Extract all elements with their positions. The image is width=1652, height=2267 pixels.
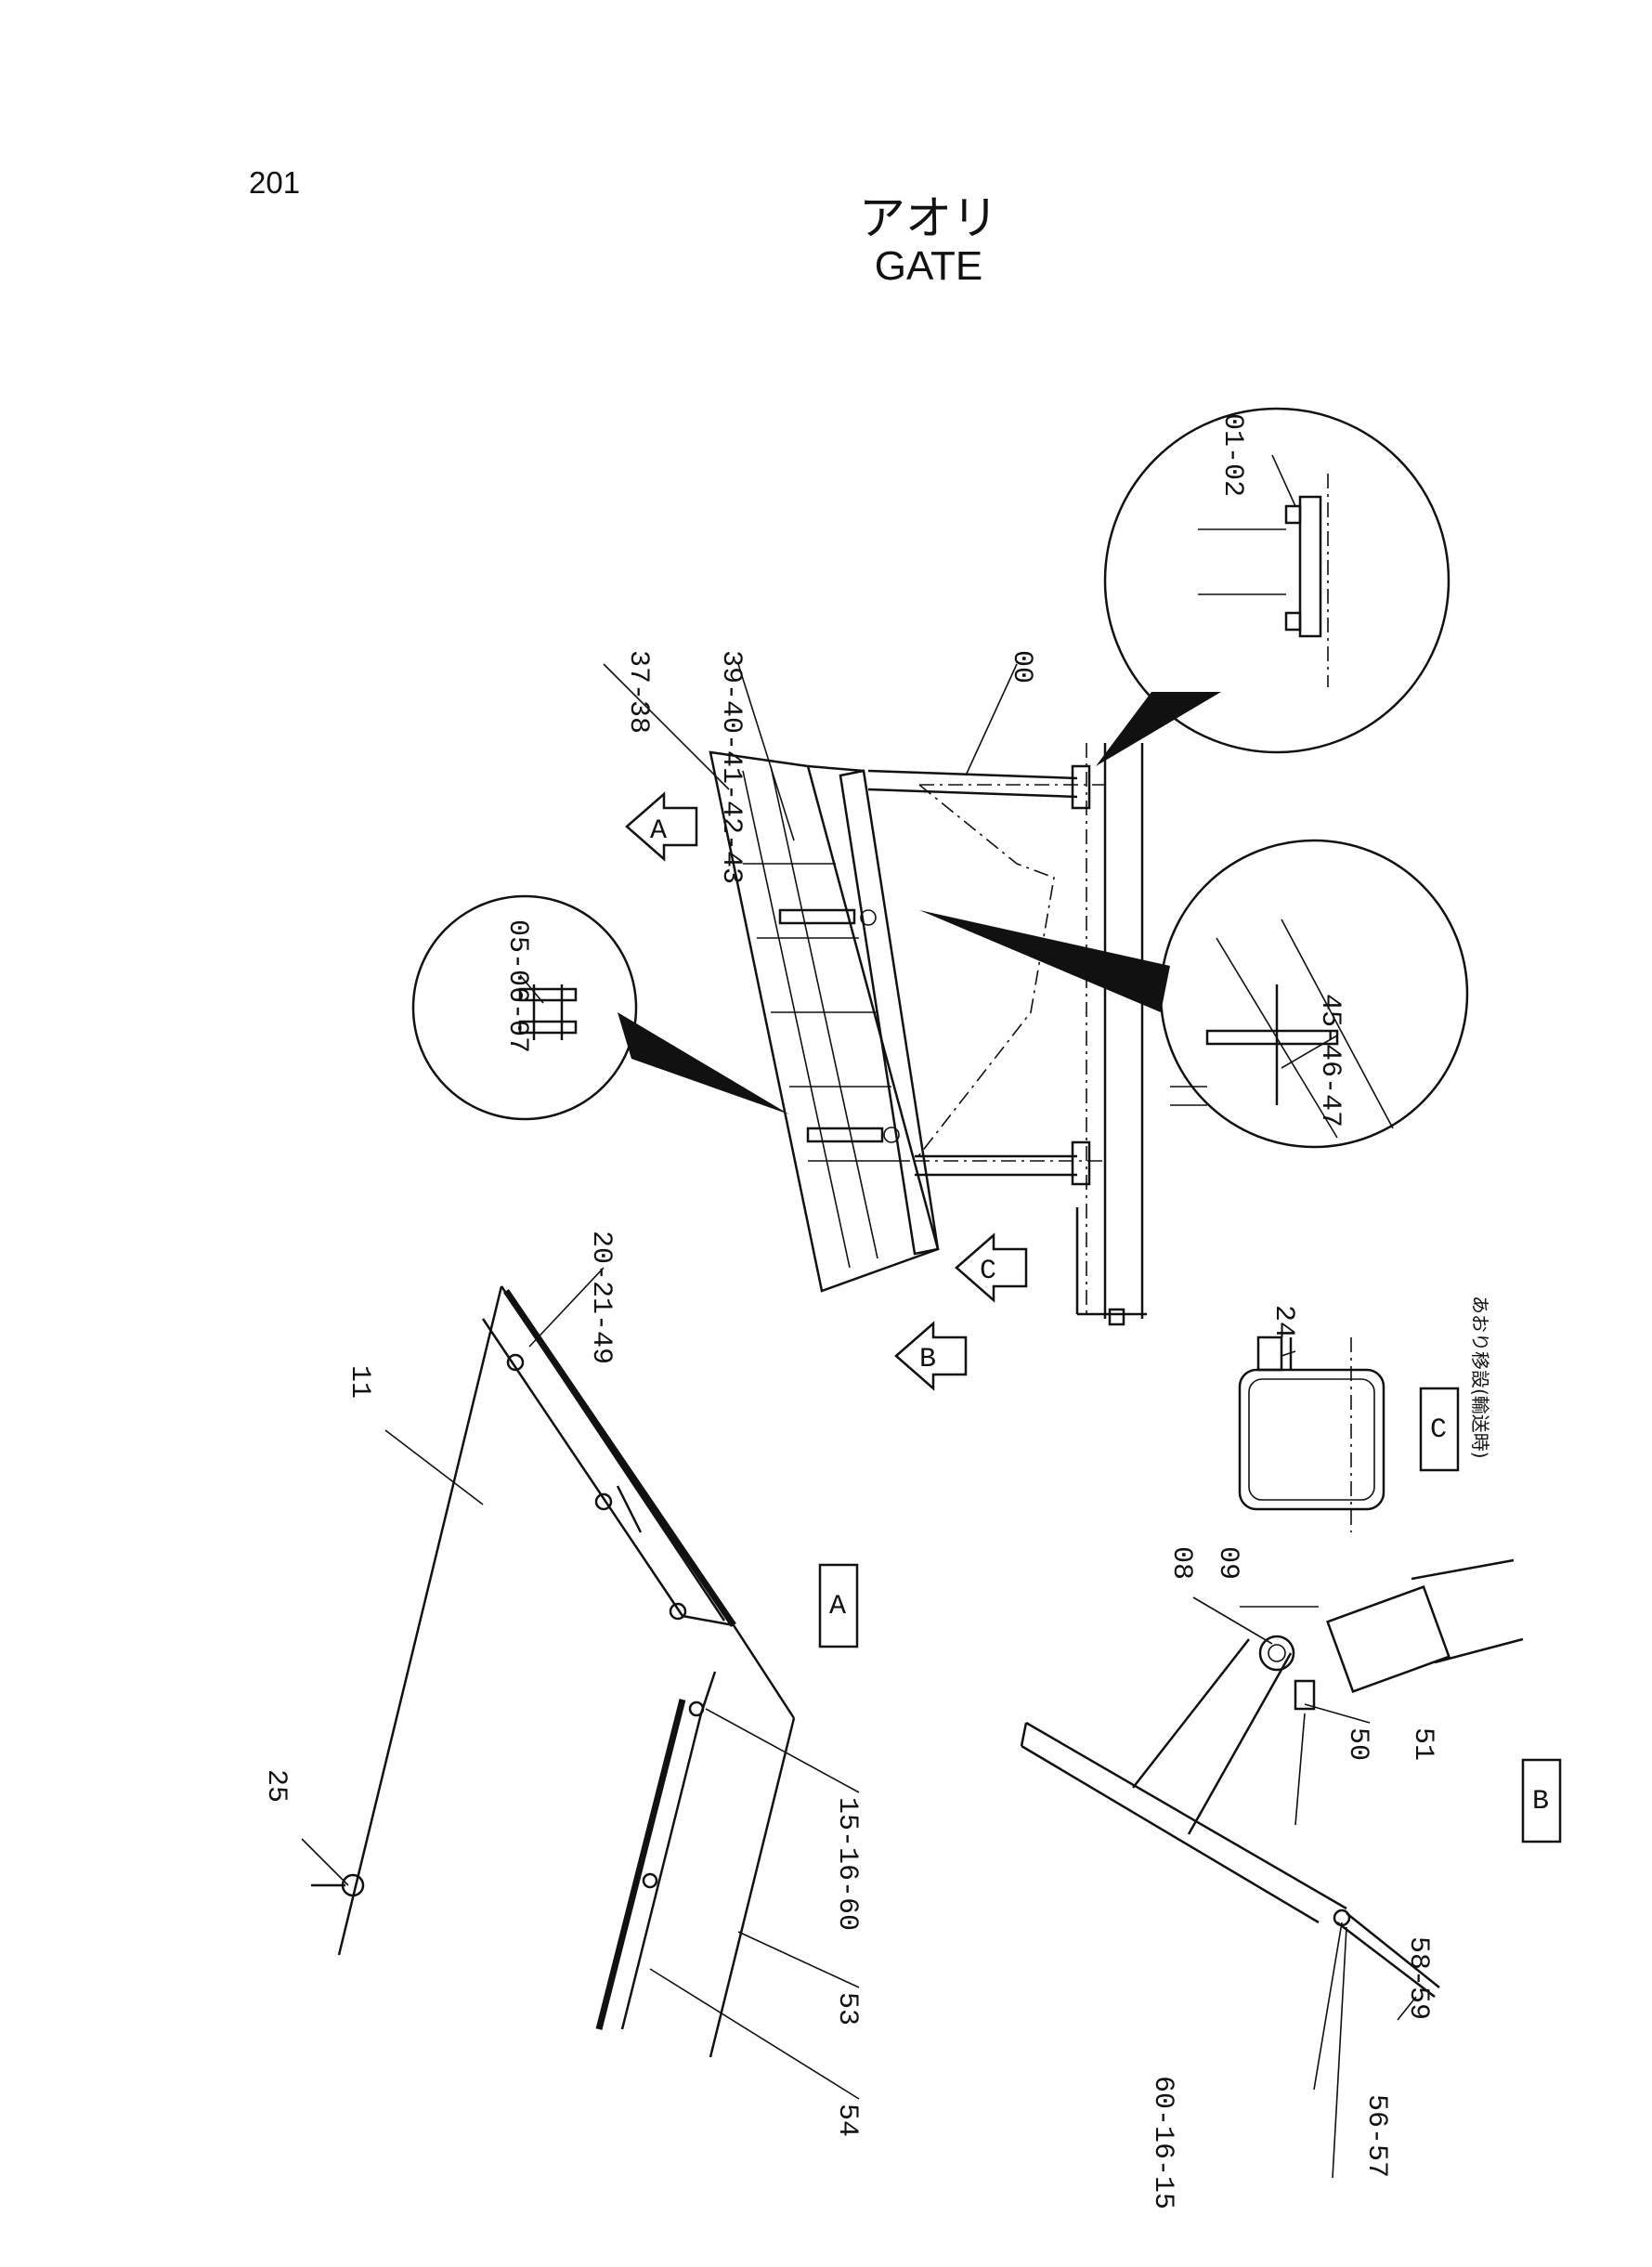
callout-39-43: 39-40-41-42-43 (715, 650, 747, 884)
callout-24: 24 (1268, 1305, 1299, 1338)
view-a-drawing: A (311, 1285, 859, 2058)
title-japanese: アオリ (859, 191, 998, 245)
callout-37-38: 37-38 (622, 650, 654, 734)
view-arrow-c-letter: C (980, 1256, 996, 1287)
callout-58-59: 58-59 (1402, 1936, 1434, 2020)
callout-50: 50 (1342, 1727, 1373, 1761)
view-b-box (1521, 1758, 1562, 1844)
callout-45-47: 45-46-47 (1314, 994, 1346, 1127)
callout-51: 51 (1407, 1727, 1438, 1761)
view-c-caption: あおり移設(輸送時) (1469, 1296, 1491, 1459)
view-arrow-a-letter: A (650, 815, 667, 847)
page-number: 201 (249, 165, 301, 200)
callout-08: 08 (1165, 1546, 1197, 1580)
callout-11: 11 (344, 1365, 375, 1399)
callout-54: 54 (831, 2104, 863, 2137)
gate-assembly (709, 743, 1147, 1326)
detail-circle-01-02 (1096, 407, 1450, 766)
callout-56-57: 56-57 (1360, 2094, 1392, 2178)
callout-53: 53 (831, 1992, 863, 2026)
view-a-box-letter: A (829, 1591, 846, 1622)
callout-01-02: 01-02 (1216, 413, 1248, 497)
title-english: GATE (874, 243, 983, 289)
callout-15-60: 15-16-60 (831, 1797, 863, 1931)
view-c-drawing: C (1238, 1335, 1460, 1532)
view-arrow-b-letter: B (919, 1344, 936, 1375)
view-arrow-a: A (625, 791, 698, 862)
detail-circle-05-07 (411, 894, 789, 1121)
callout-60-15: 60-16-15 (1147, 2076, 1178, 2209)
view-arrow-c: C (955, 1232, 1028, 1303)
callout-25: 25 (260, 1769, 292, 1803)
callout-09: 09 (1212, 1546, 1243, 1580)
callout-05-07: 05-06-07 (501, 919, 533, 1053)
callouts: 37-38 39-40-41-42-43 00 01-02 45-46-47 0… (260, 413, 1491, 2209)
callout-00: 00 (1006, 650, 1037, 684)
leader-lines (301, 663, 1417, 2179)
callout-20-49: 20-21-49 (585, 1231, 617, 1364)
view-b-box-letter: B (1532, 1786, 1549, 1818)
view-c-box-letter: C (1430, 1414, 1447, 1446)
view-arrow-b: B (894, 1321, 968, 1391)
view-a-box (818, 1563, 859, 1648)
view-b-drawing: B (1020, 1558, 1562, 1998)
detail-circle-45-47 (919, 839, 1469, 1149)
view-c-box (1419, 1387, 1460, 1472)
